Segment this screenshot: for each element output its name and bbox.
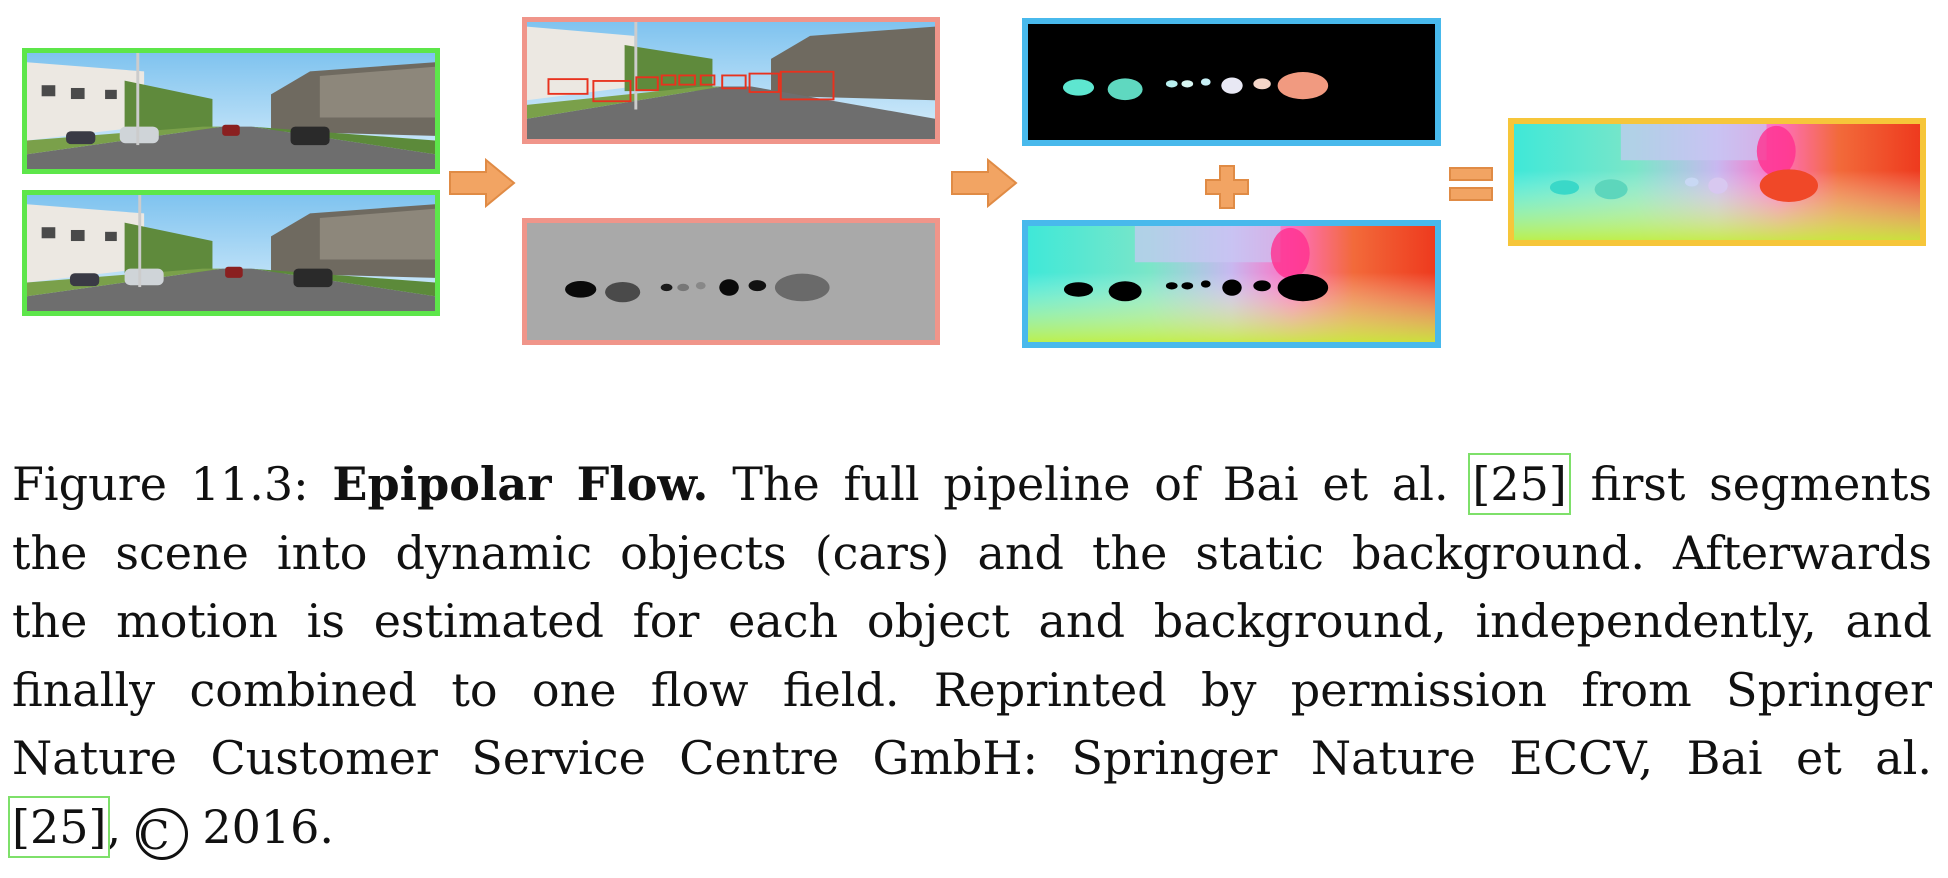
segmentation-map-icon [527, 223, 935, 340]
copyright-icon: C [135, 807, 188, 860]
citation-link[interactable]: [25] [7, 795, 111, 858]
input-frame-1 [22, 48, 440, 174]
caption-year: 2016. [202, 799, 335, 854]
street-scene-icon [27, 195, 435, 311]
combined-flow-icon [1514, 124, 1920, 240]
caption-line-1: Figure 11.3: Epipolar Flow. The full pip… [12, 450, 1932, 519]
detections-panel [522, 17, 940, 144]
figure-caption: Figure 11.3: Epipolar Flow. The full pip… [7, 450, 1932, 861]
caption-line-6: [25], C 2016. [7, 795, 335, 860]
caption-text: first segments [1590, 457, 1933, 511]
plus-icon [1205, 165, 1249, 209]
background-flow-panel [1022, 220, 1441, 348]
caption-line-5: Nature Customer Service Centre GmbH: Spr… [12, 731, 1932, 785]
caption-text: The full pipeline of Bai et al. [732, 457, 1449, 511]
caption-line-2: the scene into dynamic objects (cars) an… [12, 525, 1932, 580]
street-scene-icon [27, 53, 435, 169]
figure-label: Figure 11.3: [12, 457, 309, 511]
combined-flow-panel [1508, 118, 1926, 246]
input-frame-2 [22, 190, 440, 316]
car-detections-icon [527, 22, 935, 139]
caption-line-4: finally combined to one flow field. Repr… [12, 662, 1932, 717]
caption-line-3: the motion is estimated for each object … [12, 594, 1932, 648]
right-arrow-icon [449, 158, 516, 208]
citation-link[interactable]: [25] [1468, 453, 1571, 515]
background-flow-icon [1028, 226, 1435, 342]
object-masks-icon [1028, 24, 1435, 140]
object-masks-panel [1022, 18, 1441, 146]
right-arrow-icon [951, 158, 1018, 208]
figure-title: Epipolar Flow. [332, 457, 709, 511]
equals-icon [1449, 167, 1493, 201]
segmentation-panel [522, 218, 940, 345]
